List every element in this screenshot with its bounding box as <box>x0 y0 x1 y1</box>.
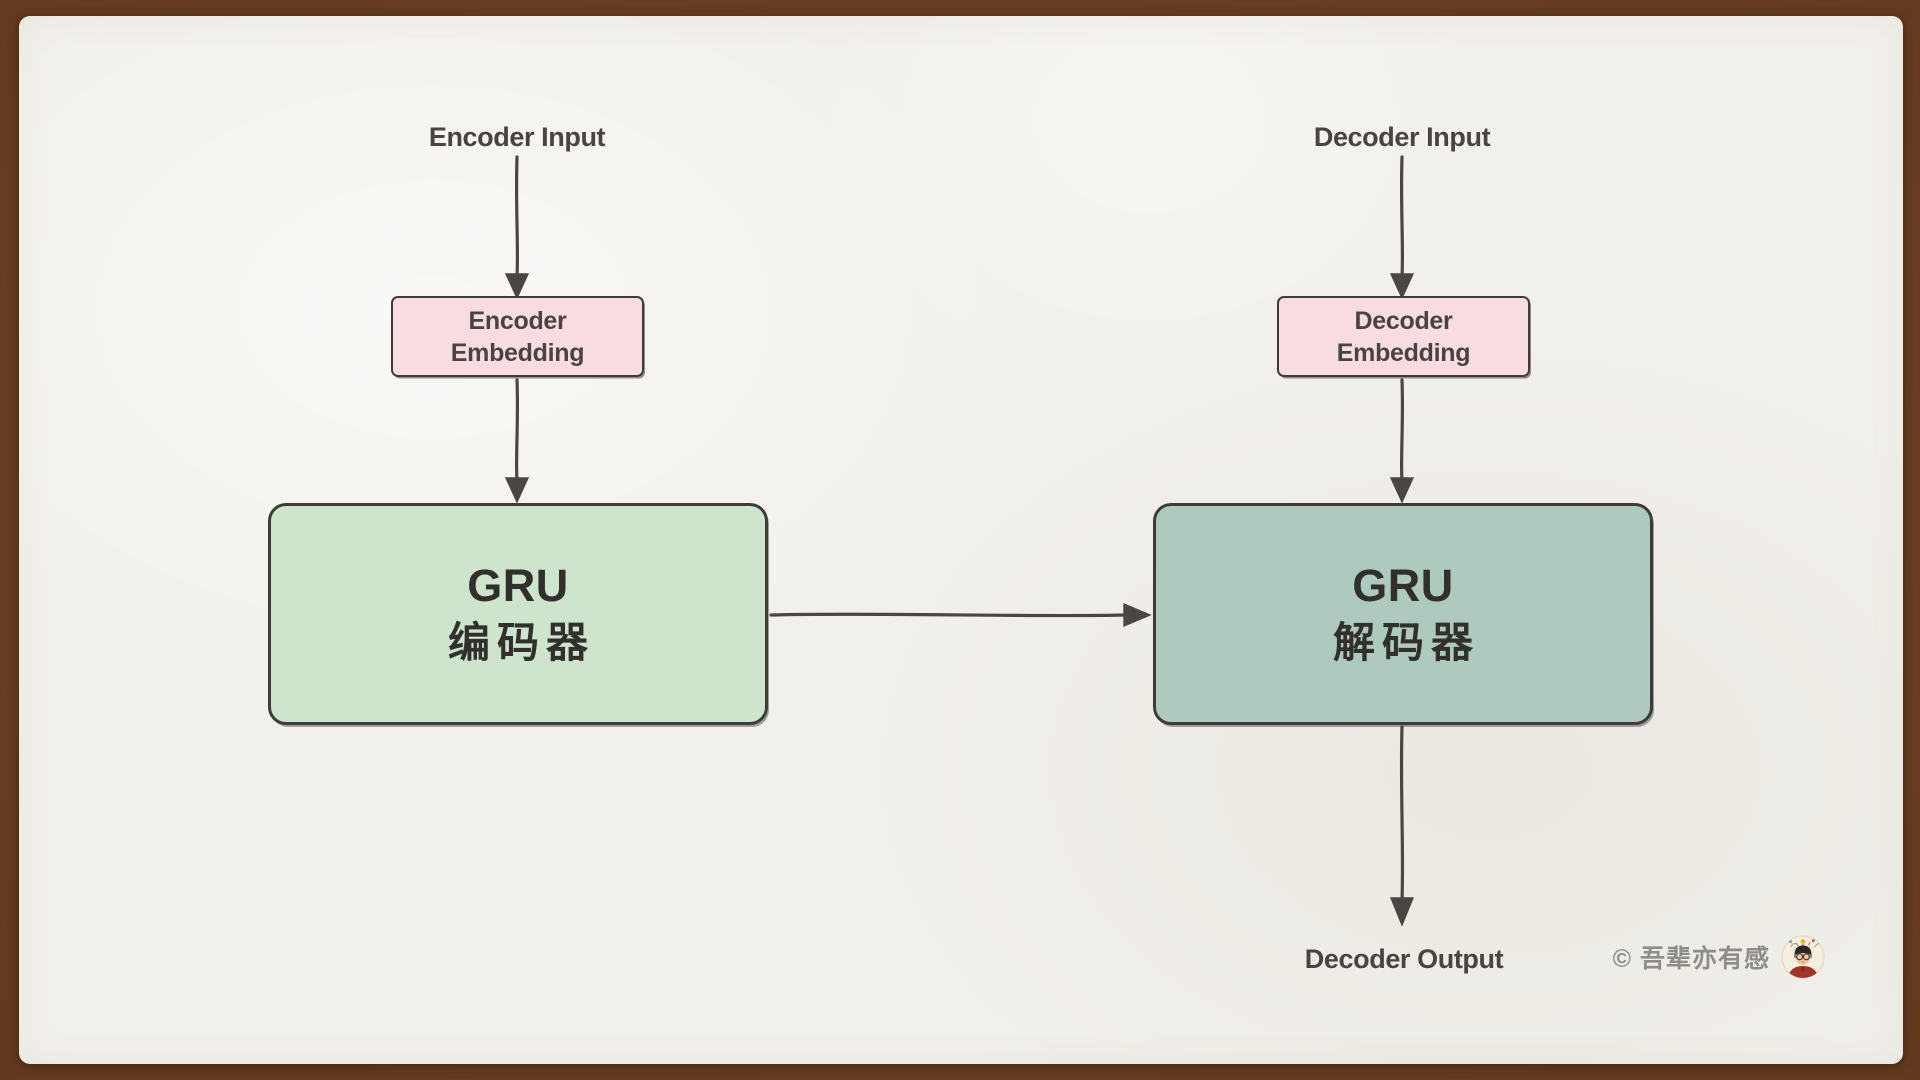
encoder-input-label: Encoder Input <box>428 122 606 152</box>
gru-decoder-label-line2: 解码器 <box>1332 619 1480 667</box>
edge-encoder-embedding-to-gru <box>514 378 520 482</box>
arrowhead-right-icon <box>1123 602 1152 628</box>
edge-gru-encoder-to-gru-decoder <box>769 612 1127 618</box>
edge-gru-decoder-to-output <box>1399 725 1405 902</box>
encoder-embedding-label-line2: Embedding <box>450 338 585 367</box>
arrowhead-down-icon <box>504 273 530 300</box>
arrowhead-down-icon <box>1389 897 1415 927</box>
encoder-embedding-node: Encoder Embedding <box>391 296 644 377</box>
diagram-canvas: Encoder Input Encoder Embedding GRU 编码器 … <box>19 16 1903 1064</box>
arrowhead-down-icon <box>1389 273 1415 300</box>
watermark: © 吾辈亦有感 <box>1613 935 1825 979</box>
encoder-embedding-label-line1: Encoder <box>468 306 567 335</box>
arrowhead-down-icon <box>504 477 530 504</box>
decoder-output-label: Decoder Output <box>1304 944 1504 974</box>
gru-encoder-label-line2: 编码器 <box>447 619 595 667</box>
decoder-input-label: Decoder Input <box>1313 122 1491 152</box>
decoder-embedding-label-line1: Decoder <box>1354 306 1453 335</box>
gru-decoder-label-line1: GRU <box>1352 559 1454 611</box>
decoder-embedding-label-line2: Embedding <box>1336 338 1471 367</box>
watermark-text: © 吾辈亦有感 <box>1612 945 1770 973</box>
arrowhead-down-icon <box>1389 477 1415 504</box>
gru-encoder-node: GRU 编码器 <box>268 503 768 725</box>
edge-decoder-embedding-to-gru <box>1399 378 1405 482</box>
edge-encoder-input-to-embedding <box>514 155 520 278</box>
gru-encoder-label-line1: GRU <box>467 559 569 611</box>
author-avatar-icon <box>1781 935 1825 979</box>
decoder-embedding-node: Decoder Embedding <box>1277 296 1530 377</box>
edge-decoder-input-to-embedding <box>1399 155 1405 278</box>
gru-decoder-node: GRU 解码器 <box>1153 503 1653 725</box>
